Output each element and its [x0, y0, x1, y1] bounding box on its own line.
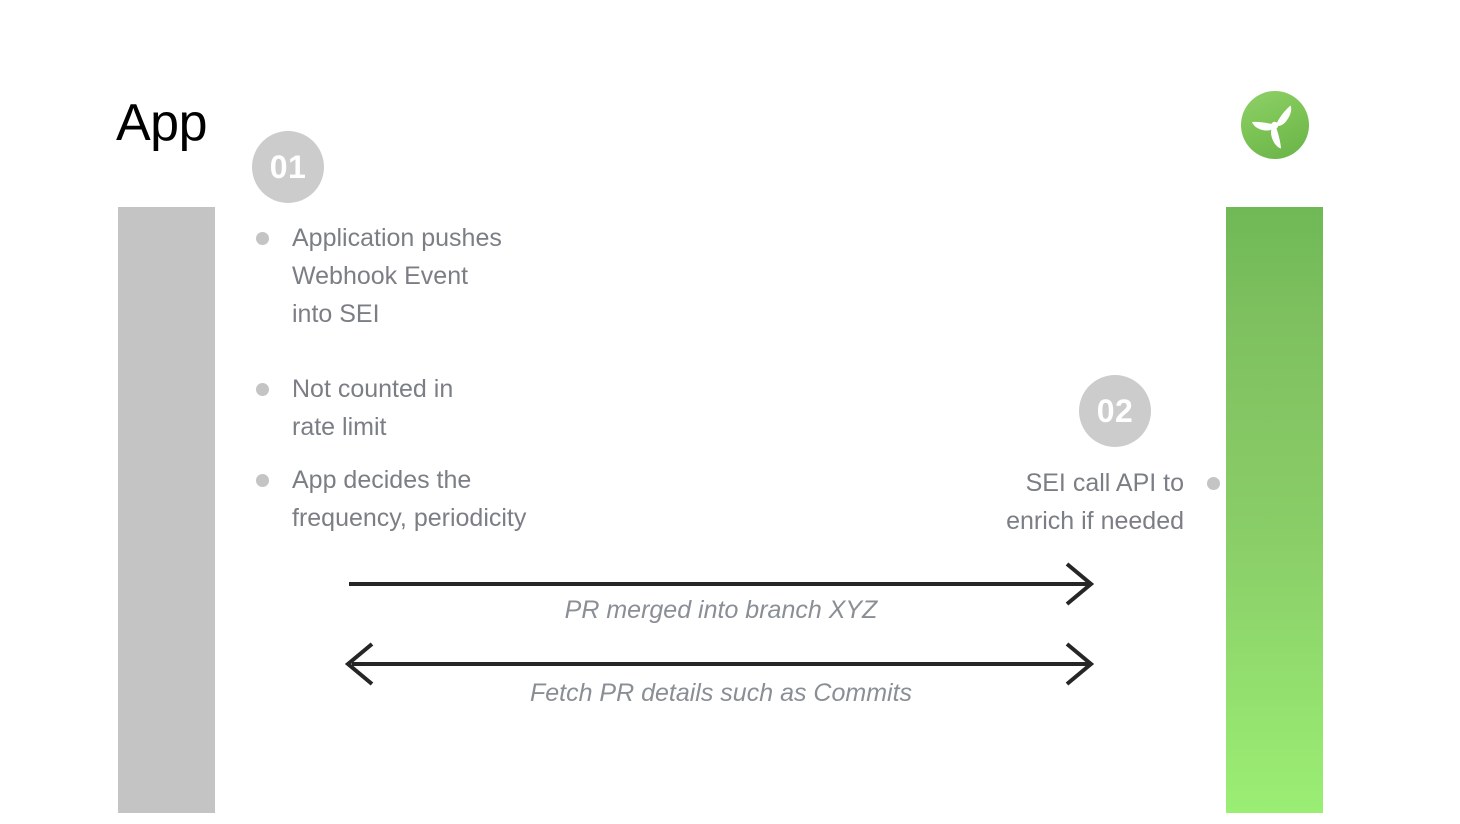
bullet-line: rate limit [292, 413, 387, 441]
arrow-2-head-right-icon [1065, 642, 1095, 686]
step-badge-02: 02 [1079, 375, 1151, 447]
arrow-label-2: Fetch PR details such as Commits [529, 679, 913, 707]
bullet-line: Not counted in [292, 375, 454, 403]
bullet-item: SEI call API to enrich if needed [828, 464, 1220, 540]
bullet-item: Application pushes Webhook Event into SE… [256, 219, 622, 333]
bullet-dot-icon [256, 474, 269, 487]
bullet-item: App decides the frequency, periodicity [256, 461, 652, 537]
bullet-line: Application pushes [292, 224, 502, 252]
bullet-line: SEI call API to [1025, 469, 1184, 497]
app-lane-bar [118, 207, 215, 813]
bullet-dot-icon [256, 232, 269, 245]
bullet-line: Webhook Event [292, 262, 469, 290]
bullet-dot-icon [1207, 477, 1220, 490]
page-title: App [116, 94, 208, 152]
step-badge-01: 01 [252, 131, 324, 203]
bullet-line: enrich if needed [1006, 507, 1184, 535]
arrow-label-1: PR merged into branch XYZ [564, 596, 878, 624]
arrow-2-head-left-icon [344, 642, 374, 686]
bullet-dot-icon [256, 383, 269, 396]
arrow-group [336, 556, 1106, 686]
arrow-1-head-right-icon [1065, 562, 1095, 606]
sei-propeller-logo [1240, 90, 1310, 160]
sei-lane-bar [1226, 207, 1323, 813]
bullet-line: into SEI [292, 300, 380, 328]
bullet-line: frequency, periodicity [292, 504, 527, 532]
bullet-line: App decides the [292, 466, 472, 494]
bullet-item: Not counted in rate limit [256, 370, 622, 446]
